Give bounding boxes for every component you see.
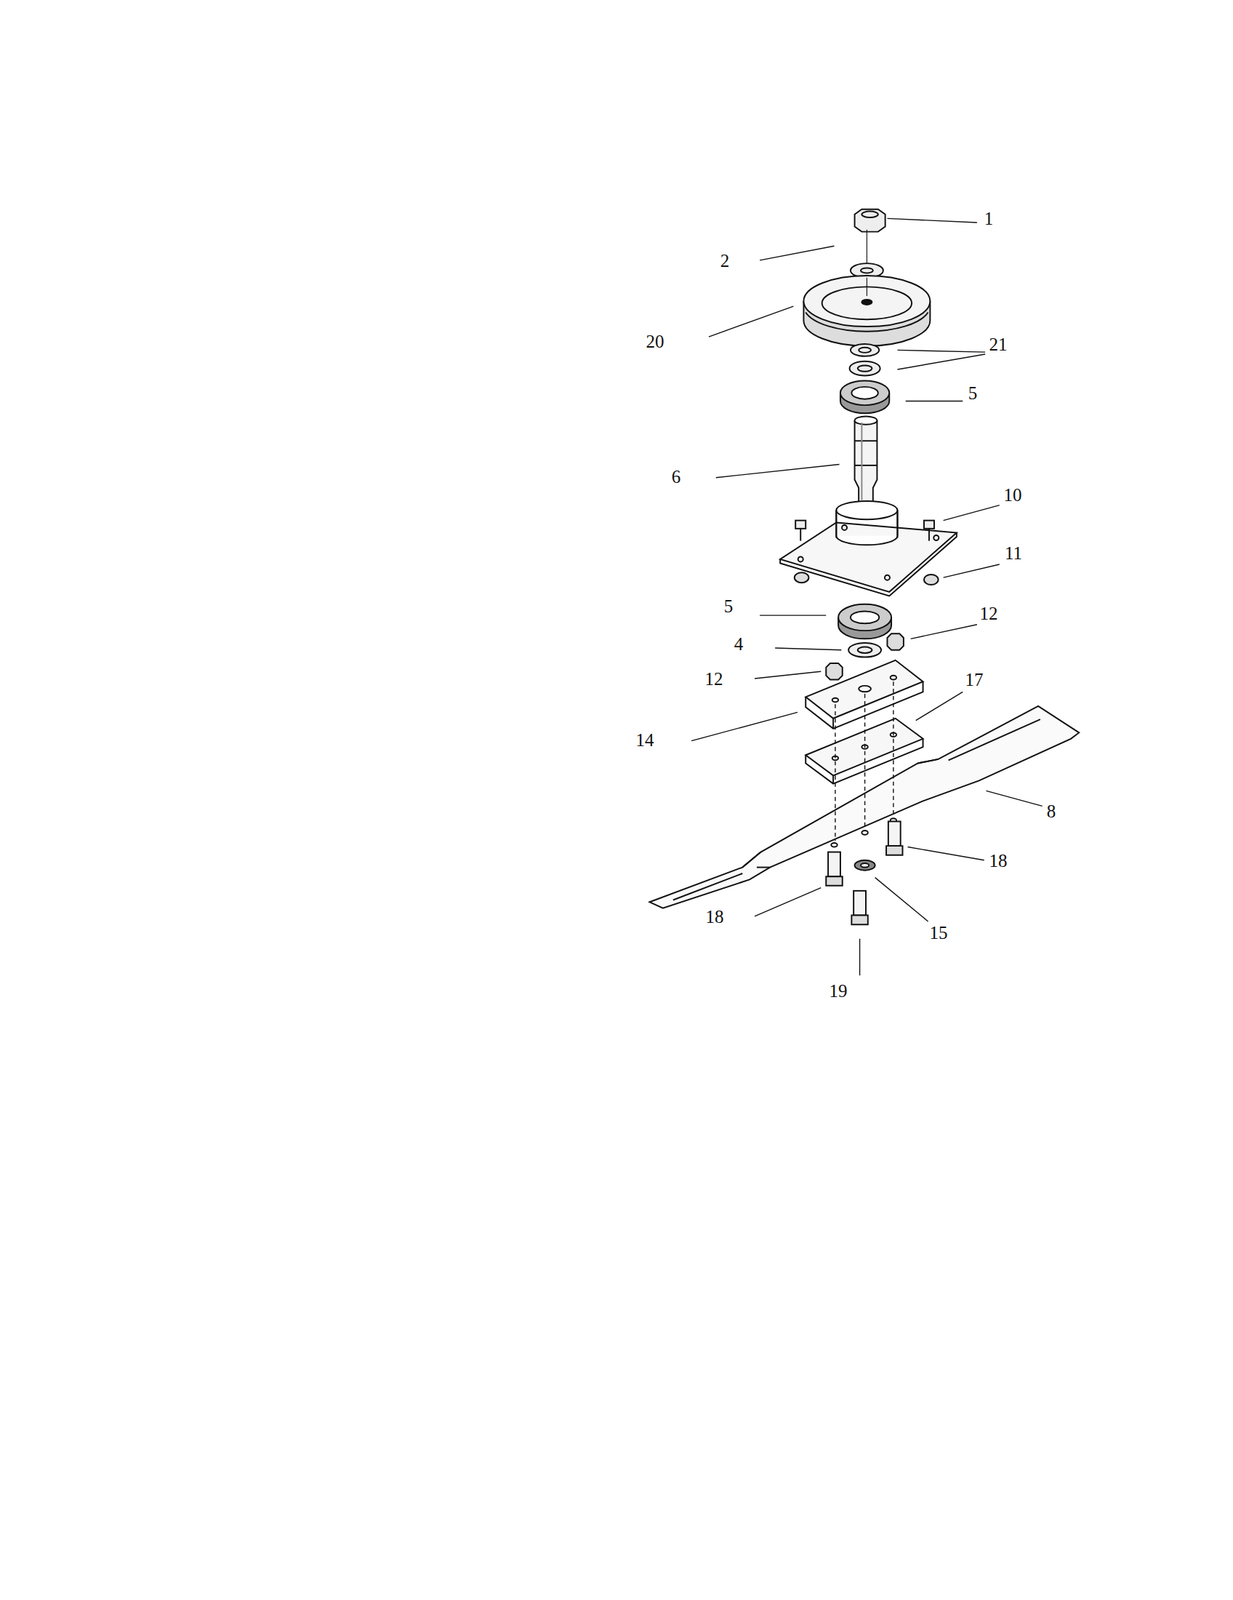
callout-number: 6 [670,466,683,487]
callout-number: 20 [644,331,666,352]
callout-number: 17 [964,669,986,690]
callout-number: 15 [928,922,950,943]
callout-number: 10 [1002,484,1024,505]
callout-number: 14 [634,729,656,750]
callout-number: 21 [987,334,1010,355]
callout-number: 12 [978,603,1000,624]
callout-number: 2 [719,250,732,271]
callout-number: 19 [828,980,850,1001]
spindle-shaft [854,416,878,503]
mower-blade [649,705,1080,909]
callout-number: 4 [732,633,746,654]
callout-number: 18 [704,906,726,927]
callout-number: 12 [703,668,725,689]
callout-number: 11 [1003,543,1024,563]
callout-number: 5 [966,383,980,403]
blade-bolt [825,820,903,885]
adapter-plate [805,660,923,729]
pulley [803,275,930,347]
callout-number: 8 [1045,801,1058,821]
hex-nut [854,209,886,232]
callout-number: 1 [982,208,996,229]
callout-number: 5 [722,596,736,616]
housing-plate [780,500,957,596]
callout-number: 18 [987,850,1010,871]
leader-lines [691,218,1043,975]
